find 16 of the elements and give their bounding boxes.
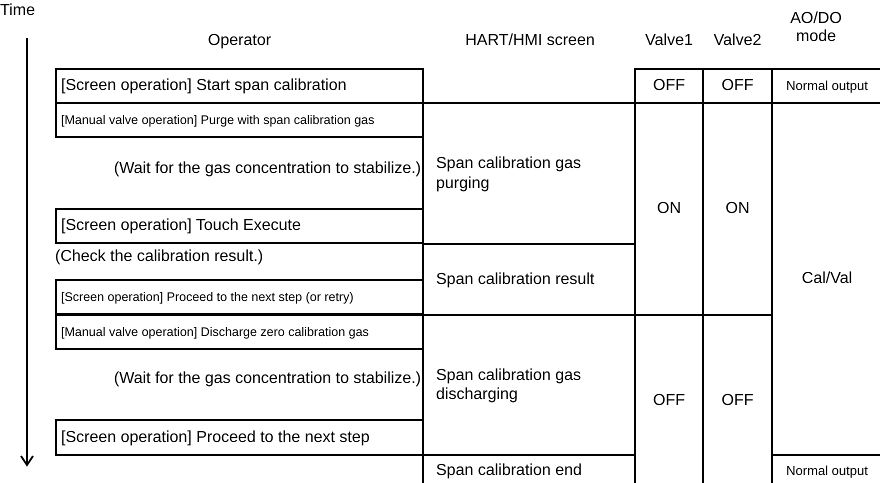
column-header: Valve2 — [712, 32, 762, 50]
waiting-note: (Wait for the gas concentration to stabilize.) — [112, 160, 421, 178]
step-box: [Screen operation] Touch Execute — [55, 208, 424, 244]
step-box: [Manual valve operation] Discharge zero calibration gas — [55, 314, 424, 350]
waiting-note: (Wait for the gas concentration to stabilize.) — [112, 370, 421, 388]
axis-title: Time — [0, 2, 36, 20]
step-box: [Screen operation] Proceed to the next step — [55, 419, 424, 456]
step-box: [Screen operation] Proceed to the next step (or retry) — [55, 279, 424, 315]
column-header: Valve1 — [644, 32, 694, 50]
column-header: HART/HMI screen — [464, 32, 596, 50]
step-box: [Manual valve operation] Purge with span calibration gas — [55, 102, 424, 138]
check-note: (Check the calibration result.) — [55, 248, 264, 266]
column-header: AO/DO mode — [789, 10, 843, 47]
step-box: [Screen operation] Start span calibration — [55, 68, 424, 104]
valve-state-cell: OFF — [634, 68, 704, 104]
column-header: Operator — [206, 32, 272, 50]
